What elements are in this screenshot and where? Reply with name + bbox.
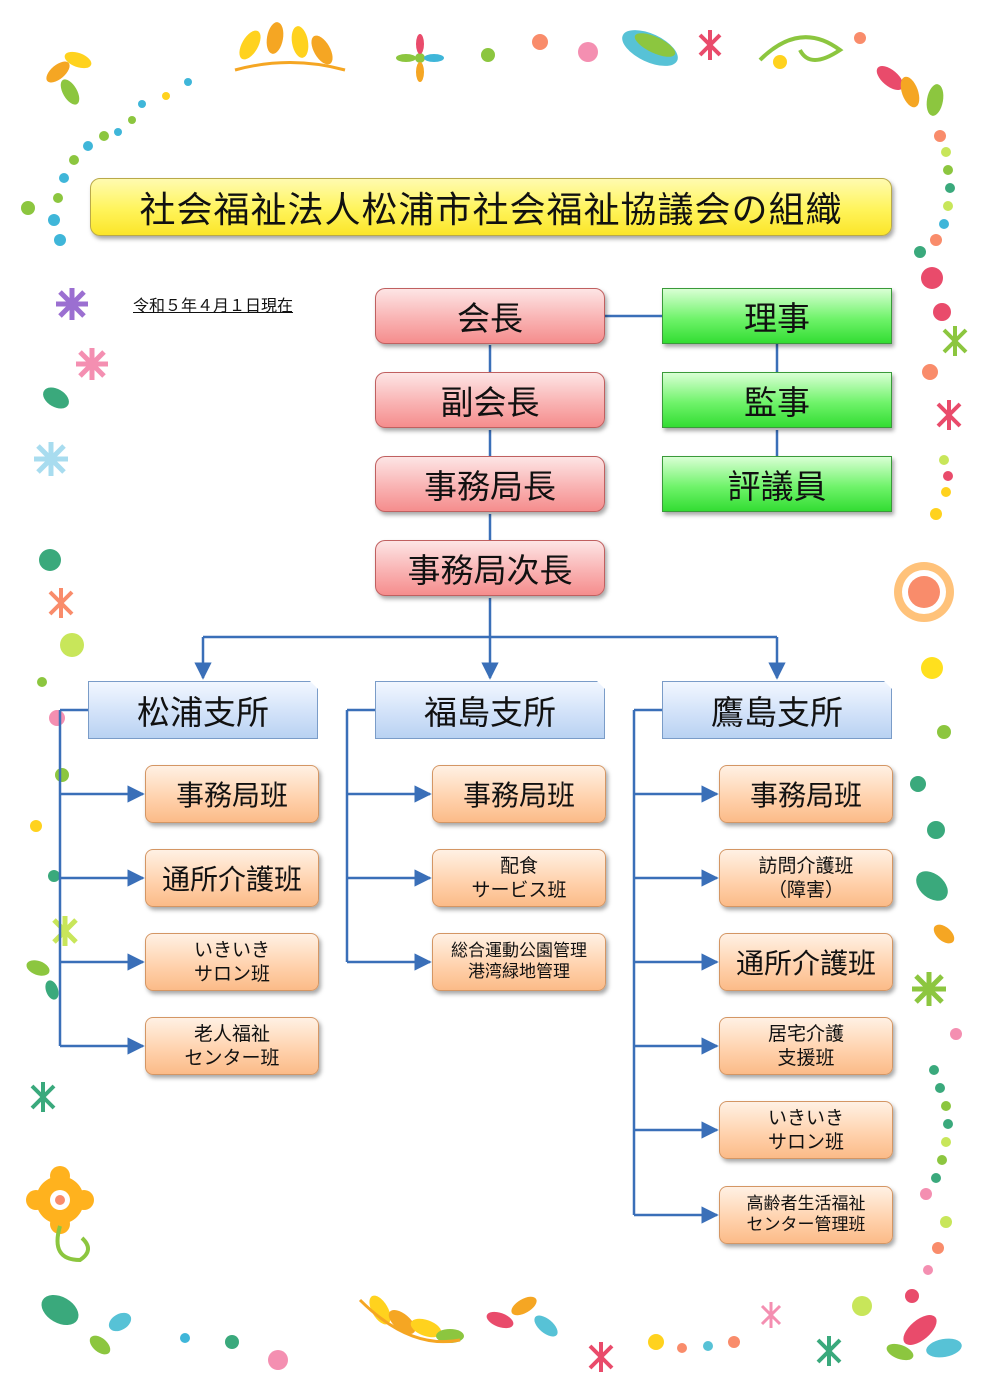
leaf-icon [876,66,944,116]
node-unit: 事務局班 [719,765,893,823]
node-label-line: いきいき [767,1107,844,1129]
asterisk-flower-icon [698,30,722,60]
leaf-icon [46,51,92,105]
node-label-line: サロン班 [193,963,270,985]
node-unit: 通所介護班 [719,933,893,991]
node-label: 通所介護班 [735,947,876,980]
node-unit: 事務局班 [432,765,606,823]
flower-icon [894,562,954,622]
asterisk-flower-icon [34,442,68,476]
node-label-line: 老人福祉 [193,1023,270,1045]
asterisk-flower-icon [56,288,88,320]
node-label-line: 高齢者生活福祉 [746,1194,866,1214]
node-label: 理事 [744,299,810,338]
page-title: 社会福祉法人松浦市社会福祉協議会の組織 [90,178,892,236]
node-unit: 老人福祉センター班 [145,1017,319,1075]
asterisk-flower-icon [912,972,946,1006]
asterisk-flower-icon [942,326,968,356]
node-label: 事務局班 [749,779,862,812]
node-label-line: センター管理班 [746,1215,866,1235]
asterisk-flower-icon [30,1082,56,1112]
node-councilors: 評議員 [662,456,892,512]
node-unit: 配食サービス班 [432,849,606,907]
node-label-line: サロン班 [767,1131,844,1153]
node-label: 事務局班 [462,779,575,812]
node-label-line: （障害） [767,879,844,901]
node-label-line: 配食 [499,855,538,877]
node-label: 副会長 [440,383,540,422]
node-label: 監事 [744,383,810,422]
node-deputy-secretary-general: 事務局次長 [375,540,605,596]
asterisk-flower-icon [48,588,74,618]
node-label: 松浦支所 [137,693,269,732]
asterisk-flower-icon [760,1302,782,1328]
node-unit: 居宅介護支援班 [719,1017,893,1075]
leaf-icon [358,1295,464,1344]
node-unit: いきいきサロン班 [719,1101,893,1159]
node-label-line: 支援班 [777,1047,835,1069]
node-label-line: 港湾緑地管理 [468,962,570,982]
node-secretary-general: 事務局長 [375,456,605,512]
node-label-line: 総合運動公園管理 [451,941,587,961]
node-unit: 高齢者生活福祉センター管理班 [719,1186,893,1244]
node-label: 通所介護班 [161,863,302,896]
node-label: 事務局班 [175,779,288,812]
node-auditors: 監事 [662,372,892,428]
node-branch-fukushima: 福島支所 [375,681,605,739]
leaf-icon [622,30,678,66]
node-label: 鷹島支所 [711,693,843,732]
node-label-line: サービス班 [471,879,567,901]
node-label: 会長 [457,299,523,338]
node-unit: 事務局班 [145,765,319,823]
leaf-icon [486,1296,558,1337]
as-of-date: 令和５年４月１日現在 [133,296,294,315]
asterisk-flower-icon [76,348,108,380]
node-unit: 総合運動公園管理港湾緑地管理 [432,933,606,991]
node-label-line: 訪問介護班 [758,855,854,877]
node-label: 事務局長 [424,467,556,506]
node-label: 評議員 [727,467,827,506]
leaf-icon [234,22,346,72]
asterisk-flower-icon [936,400,962,430]
node-unit: いきいきサロン班 [145,933,319,991]
asterisk-flower-icon [588,1342,614,1372]
node-president: 会長 [375,288,605,344]
node-vice-president: 副会長 [375,372,605,428]
asterisk-flower-icon [816,1336,842,1366]
asterisk-flower-icon [52,916,78,946]
flower-icon [396,34,444,82]
node-label-line: センター班 [184,1047,280,1069]
node-label: 福島支所 [424,693,556,732]
node-label-line: 居宅介護 [767,1023,844,1045]
node-unit: 訪問介護班（障害） [719,849,893,907]
node-branch-matsuura: 松浦支所 [88,681,318,739]
node-unit: 通所介護班 [145,849,319,907]
node-branch-takashima: 鷹島支所 [662,681,892,739]
node-directors: 理事 [662,288,892,344]
flower-icon [26,1166,94,1234]
node-label-line: いきいき [193,939,270,961]
node-label: 事務局次長 [407,551,573,590]
